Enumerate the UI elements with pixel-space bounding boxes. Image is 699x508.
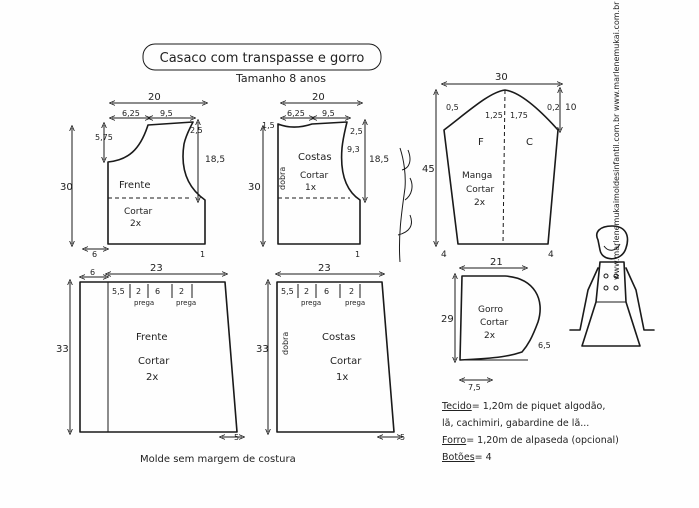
- front-skirt-hem: 5: [234, 433, 239, 442]
- hood-height: 29: [441, 314, 454, 325]
- size-label: Tamanho 8 anos: [235, 72, 326, 85]
- front-bodice-hem-mark: 1: [200, 250, 205, 259]
- front-bodice-cut: Cortar: [124, 207, 153, 217]
- hood-bottom: 7,5: [468, 383, 481, 392]
- back-bodice-shoulder: 9,5: [322, 109, 335, 118]
- website-vertical[interactable]: www.marlenemukaimoldesinfantil.com.br ww…: [612, 1, 621, 280]
- back-skirt-m1: 5,5: [281, 287, 294, 296]
- sleeve-cap-height: 10: [565, 103, 577, 113]
- back-bodice-fold: dobra: [278, 167, 287, 190]
- front-bodice-side-ext: 6: [92, 250, 97, 259]
- sleeve-label: Manga: [462, 171, 492, 181]
- back-skirt-label: Costas: [322, 332, 356, 343]
- front-skirt-height: 33: [56, 344, 69, 355]
- front-skirt-left-ext: 6: [90, 268, 95, 277]
- hood-cut: Cortar: [480, 318, 509, 328]
- front-bodice-shoulder-drop: 2,5: [190, 126, 203, 135]
- back-skirt-m3: 6: [324, 287, 329, 296]
- title: Casaco com transpasse e gorro: [160, 51, 365, 66]
- sleeve-length: 45: [422, 164, 435, 175]
- back-bodice-armhole: 18,5: [369, 155, 389, 165]
- front-skirt-width: 23: [150, 263, 163, 274]
- sleeve-cap-mid2: 1,75: [510, 111, 528, 120]
- back-skirt-pleat-2: prega: [345, 299, 365, 307]
- back-skirt-qty: 1x: [336, 372, 348, 383]
- front-bodice-label: Frente: [119, 180, 150, 191]
- front-bodice-neck-width: 6,25: [122, 109, 140, 118]
- coat-illustration: [569, 225, 655, 347]
- hood-notch: 6,5: [538, 341, 551, 350]
- title-box: [142, 43, 382, 71]
- back-skirt-width: 23: [318, 263, 331, 274]
- back-bodice-height: 30: [248, 182, 261, 193]
- sleeve-front-mark: F: [478, 137, 484, 148]
- back-bodice-width: 20: [312, 92, 325, 103]
- hood-qty: 2x: [484, 331, 496, 341]
- back-skirt-m4: 2: [349, 287, 354, 296]
- front-skirt-pleat-2: prega: [176, 299, 196, 307]
- material-lining-label: Forro: [442, 435, 467, 446]
- hood-label: Gorro: [478, 305, 504, 315]
- back-bodice-cut: Cortar: [300, 171, 329, 181]
- back-bodice-curve: 9,3: [347, 145, 360, 154]
- sleeve-cut: Cortar: [466, 185, 495, 195]
- material-fabric-text: = 1,20m de piquet algodão,: [471, 401, 606, 412]
- material-buttons: Botões= 4: [442, 449, 687, 466]
- materials-block: Tecido= 1,20m de piquet algodão, lã, cac…: [442, 398, 687, 466]
- back-skirt-hem: 5: [400, 433, 405, 442]
- sleeve-cap-right: 0,2: [547, 103, 560, 112]
- front-skirt-m4: 2: [179, 287, 184, 296]
- front-skirt-pleat-1: prega: [134, 299, 154, 307]
- sleeve-hem-right: 4: [548, 250, 554, 260]
- back-skirt-height: 33: [256, 344, 269, 355]
- hood-piece: 21 29 Gorro Cortar 2x 7,5 6,5: [441, 257, 551, 392]
- material-lining-text: = 1,20m de alpaseda (opcional): [466, 435, 619, 446]
- back-skirt-pleat-1: prega: [301, 299, 321, 307]
- footer-note: Molde sem margem de costura: [140, 454, 296, 465]
- front-bodice-qty: 2x: [130, 219, 142, 229]
- sleeve-hem-left: 4: [441, 250, 447, 260]
- sleeve-back-mark: C: [526, 137, 533, 148]
- sleeve-piece: 30 0,5 1,25 1,75 0,2 10 45 F C Manga Cor…: [422, 72, 577, 260]
- sleeve-width: 30: [495, 72, 508, 83]
- sleeve-qty: 2x: [474, 198, 486, 208]
- back-skirt-piece: 23 5,5 2 6 2 prega prega 33 dobra Costas…: [256, 263, 405, 442]
- front-bodice-width: 20: [148, 92, 161, 103]
- back-bodice-neck-drop: 1,5: [262, 121, 275, 130]
- material-fabric-more: lã, cachimiri, gabardine de lã...: [442, 415, 687, 432]
- front-bodice-piece: 20 6,25 9,5 5,75 2,5 18,5 30 6 1 Frente …: [60, 92, 225, 259]
- back-skirt-cut: Cortar: [330, 356, 362, 367]
- front-skirt-m3: 6: [155, 287, 160, 296]
- back-skirt-fold: dobra: [281, 332, 290, 355]
- front-bodice-height: 30: [60, 182, 73, 193]
- front-skirt-cut: Cortar: [138, 356, 170, 367]
- back-bodice-piece: 20 6,25 9,5 1,5 2,5 9,3 18,5 30 dobra Co…: [248, 92, 389, 259]
- material-fabric: Tecido= 1,20m de piquet algodão,: [442, 398, 687, 415]
- back-bodice-qty: 1x: [305, 183, 317, 193]
- material-lining: Forro= 1,20m de alpaseda (opcional): [442, 432, 687, 449]
- material-buttons-text: = 4: [474, 452, 492, 463]
- back-bodice-neck-width: 6,25: [287, 109, 305, 118]
- back-bodice-hem-mark: 1: [355, 250, 360, 259]
- material-fabric-label: Tecido: [442, 401, 472, 412]
- front-bodice-armhole: 18,5: [205, 155, 225, 165]
- front-skirt-piece: 23 6 5,5 2 6 2 prega prega 33 Frente Cor…: [56, 263, 242, 442]
- back-bodice-label: Costas: [298, 152, 332, 163]
- sleeve-cap-mid1: 1,25: [485, 111, 503, 120]
- back-skirt-m2: 2: [304, 287, 309, 296]
- material-buttons-label: Botões: [442, 452, 475, 463]
- front-skirt-m2: 2: [136, 287, 141, 296]
- sleeve-cap-left: 0,5: [446, 103, 459, 112]
- back-bodice-shoulder-drop: 2,5: [350, 127, 363, 136]
- front-skirt-qty: 2x: [146, 372, 158, 383]
- material-fabric-more-text: lã, cachimiri, gabardine de lã...: [442, 418, 590, 429]
- front-skirt-label: Frente: [136, 332, 167, 343]
- hood-width: 21: [490, 257, 503, 268]
- signature-mark: [397, 147, 413, 263]
- front-bodice-shoulder: 9,5: [160, 109, 173, 118]
- front-skirt-m1: 5,5: [112, 287, 125, 296]
